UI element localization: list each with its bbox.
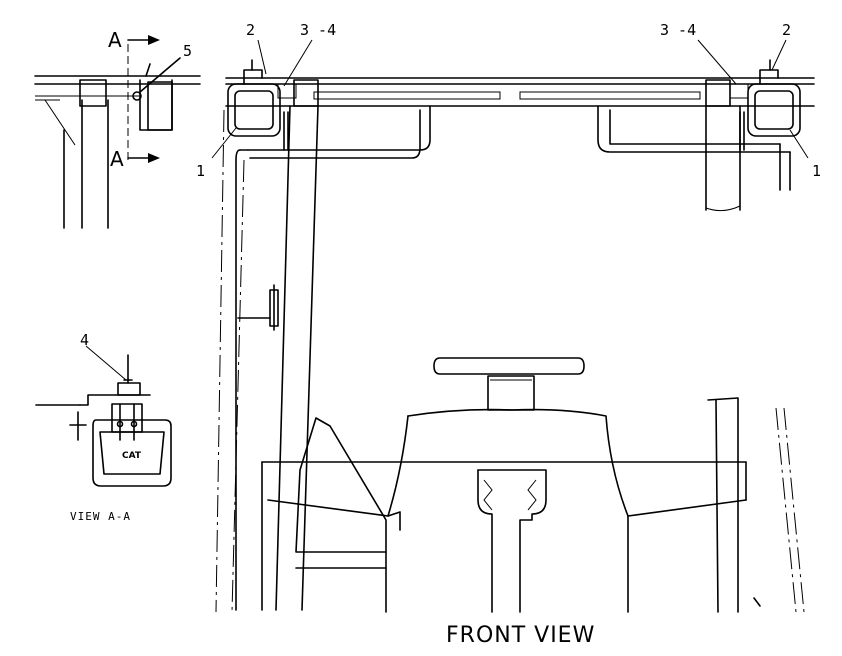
hood [261, 408, 761, 613]
section-letter-bottom: A [110, 147, 124, 171]
callout-5: 5 [183, 42, 192, 60]
callout-3-4-left: 3 -4 [300, 21, 336, 39]
front-view-overhead-guard [215, 77, 815, 613]
front-right-lamp [705, 59, 801, 151]
leader-lines [211, 39, 809, 159]
view-aa-label: VIEW A-A [70, 510, 131, 523]
callout-2-left: 2 [246, 21, 255, 39]
detail-section-a [34, 35, 201, 229]
callout-1-left: 1 [196, 162, 205, 180]
view-aa-lamp [35, 354, 172, 487]
callout-3-4-right: 3 -4 [660, 21, 696, 39]
callout-2-right: 2 [782, 21, 791, 39]
front-view-label: FRONT VIEW [446, 623, 595, 648]
section-letter-top: A [108, 28, 122, 52]
steering-wheel [433, 357, 585, 411]
front-left-lamp [227, 59, 319, 151]
callout-1-right: 1 [812, 162, 821, 180]
callout-4-view: 4 [80, 331, 89, 349]
lamp-logo: CAT [122, 451, 142, 461]
